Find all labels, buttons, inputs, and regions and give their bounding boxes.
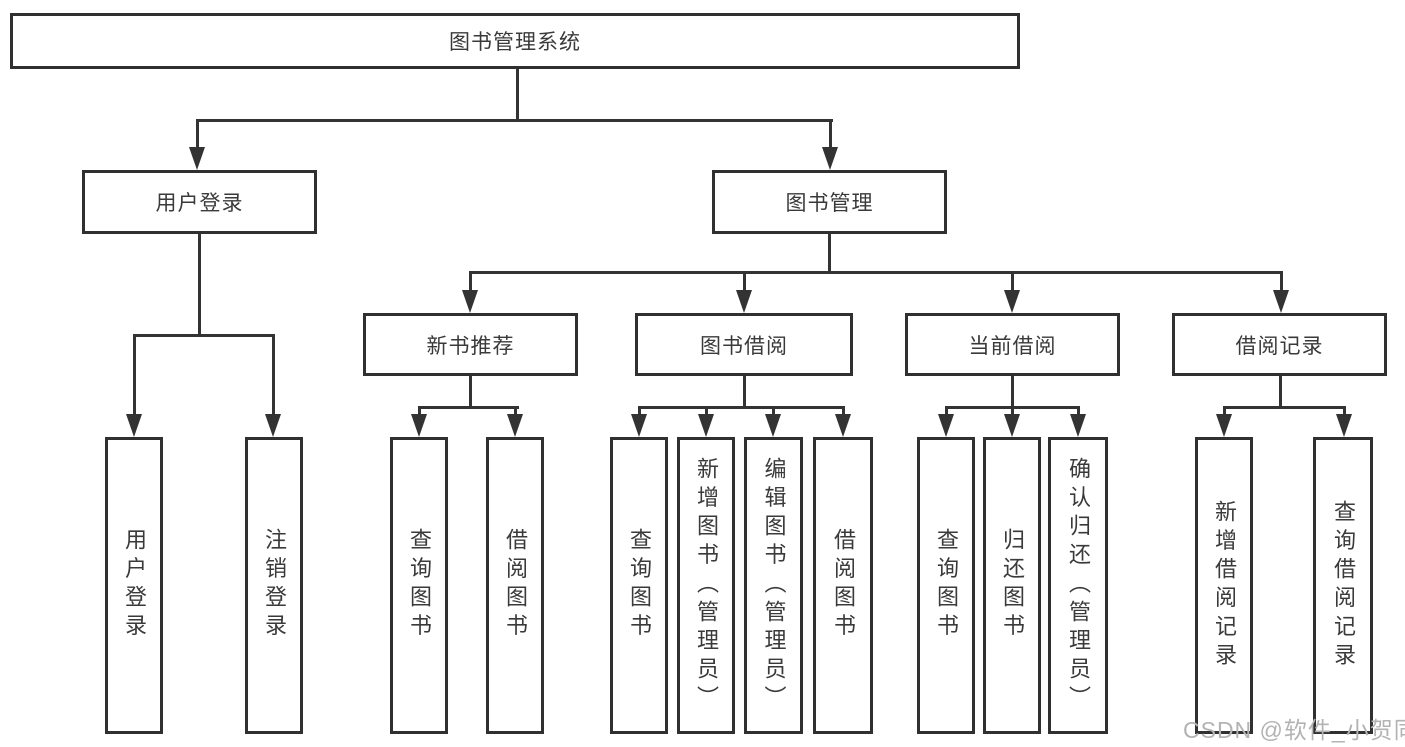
connector-line <box>196 119 199 149</box>
connector-line <box>705 406 708 416</box>
leaf-edit-book-admin: 编辑图书（管理员） <box>744 437 803 734</box>
node-label: 图书管理系统 <box>449 31 581 54</box>
connector-line <box>516 68 519 122</box>
leaf-label: 编辑图书（管理员） <box>761 456 787 715</box>
node-new-book-recommendation: 新书推荐 <box>363 313 578 376</box>
arrow-down-icon <box>411 414 427 437</box>
connector-line <box>418 406 519 409</box>
leaf-borrow-books-recommend: 借阅图书 <box>486 437 544 734</box>
connector-line <box>1011 374 1014 409</box>
arrow-down-icon <box>822 147 838 170</box>
leaf-query-books-current: 查询图书 <box>917 437 975 734</box>
leaf-label: 借阅图书 <box>831 528 856 643</box>
node-label: 图书管理 <box>785 192 874 215</box>
connector-line <box>469 374 472 409</box>
leaf-label: 查询图书 <box>934 528 959 643</box>
leaf-label: 注销登录 <box>262 528 287 643</box>
arrow-down-icon <box>698 414 714 437</box>
node-current-borrowing: 当前借阅 <box>905 313 1120 376</box>
arrow-down-icon <box>765 414 781 437</box>
connector-line <box>829 119 832 149</box>
arrow-down-icon <box>631 414 647 437</box>
arrow-down-icon <box>507 414 523 437</box>
connector-line <box>198 232 201 337</box>
leaf-label: 确认归还（管理员） <box>1066 456 1091 715</box>
node-borrowing-records: 借阅记录 <box>1172 313 1387 376</box>
arrow-down-icon <box>265 414 281 437</box>
connector-line <box>1223 406 1346 409</box>
connector-line <box>828 232 831 274</box>
arrow-down-icon <box>1070 414 1086 437</box>
connector-line <box>1279 374 1282 409</box>
leaf-label: 查询图书 <box>407 528 432 643</box>
connector-line <box>133 334 136 415</box>
leaf-label: 查询图书 <box>627 528 652 643</box>
leaf-borrow-books-borrowing: 借阅图书 <box>813 437 873 734</box>
leaf-query-borrow-record: 查询借阅记录 <box>1313 437 1373 734</box>
arrow-down-icon <box>462 290 478 313</box>
arrow-down-icon <box>189 147 205 170</box>
node-label: 图书借阅 <box>700 334 788 358</box>
connector-line <box>945 406 948 416</box>
connector-line <box>1011 271 1014 291</box>
leaf-label: 新增借阅记录 <box>1212 499 1237 672</box>
connector-line <box>1011 406 1014 416</box>
arrow-down-icon <box>1004 414 1020 437</box>
node-user-login: 用户登录 <box>82 170 317 234</box>
leaf-query-books-borrowing: 查询图书 <box>610 437 668 734</box>
leaf-label: 新增图书（管理员） <box>694 456 719 715</box>
leaf-logout: 注销登录 <box>245 437 303 734</box>
connector-line <box>1343 406 1346 416</box>
arrow-down-icon <box>938 414 954 437</box>
leaf-user-login: 用户登录 <box>105 437 163 734</box>
leaf-confirm-return-admin: 确认归还（管理员） <box>1048 437 1108 734</box>
connector-line <box>469 271 1283 274</box>
connector-line <box>469 271 472 291</box>
connector-line <box>1077 406 1080 416</box>
connector-line <box>772 406 775 416</box>
leaf-query-books-recommend: 查询图书 <box>390 437 448 734</box>
node-book-management: 图书管理 <box>712 170 947 234</box>
leaf-label: 查询借阅记录 <box>1331 499 1356 672</box>
arrow-down-icon <box>1004 290 1020 313</box>
connector-line <box>418 406 421 416</box>
connector-line <box>196 119 833 122</box>
node-label: 用户登录 <box>155 192 244 215</box>
connector-line <box>1280 271 1283 291</box>
node-label: 新书推荐 <box>426 334 515 358</box>
arrow-down-icon <box>1336 414 1352 437</box>
connector-line <box>638 406 845 409</box>
connector-line <box>842 406 845 416</box>
connector-line <box>638 406 641 416</box>
connector-line <box>743 374 746 409</box>
connector-line <box>743 271 746 291</box>
leaf-label: 用户登录 <box>122 528 147 643</box>
arrow-down-icon <box>126 414 142 437</box>
connector-line <box>272 334 275 415</box>
leaf-label: 借阅图书 <box>503 528 528 643</box>
leaf-add-book-admin: 新增图书（管理员） <box>677 437 735 734</box>
connector-line <box>514 406 517 416</box>
leaf-add-borrow-record: 新增借阅记录 <box>1195 437 1253 734</box>
arrow-down-icon <box>1216 414 1232 437</box>
arrow-down-icon <box>1273 290 1289 313</box>
connector-line <box>133 334 275 337</box>
arrow-down-icon <box>835 414 851 437</box>
node-label: 借阅记录 <box>1235 334 1324 358</box>
node-label: 当前借阅 <box>968 334 1057 358</box>
node-book-borrowing: 图书借阅 <box>635 313 853 376</box>
leaf-label: 归还图书 <box>1000 528 1025 643</box>
node-library-management-system: 图书管理系统 <box>10 13 1020 69</box>
leaf-return-book: 归还图书 <box>983 437 1041 734</box>
csdn-watermark: CSDN @软件_小贺同学 <box>1183 717 1405 743</box>
arrow-down-icon <box>736 290 752 313</box>
connector-line <box>1223 406 1226 416</box>
